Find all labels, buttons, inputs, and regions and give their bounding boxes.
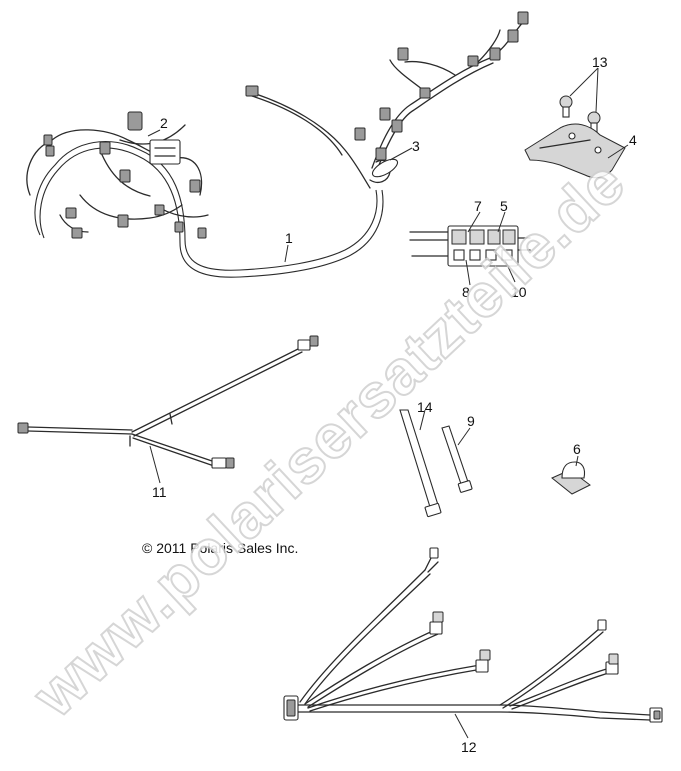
callout-1: 1 bbox=[285, 230, 293, 246]
relay-connector bbox=[127, 111, 143, 131]
callout-5: 5 bbox=[500, 198, 508, 214]
callout-2: 2 bbox=[160, 115, 168, 131]
callout-7: 7 bbox=[474, 198, 482, 214]
auxiliary-harness[interactable] bbox=[17, 335, 319, 469]
callout-6: 6 bbox=[573, 441, 581, 457]
fuse-box-block bbox=[149, 139, 181, 165]
callout-13: 13 bbox=[592, 54, 608, 70]
leader-lines bbox=[147, 67, 629, 739]
sub-harness[interactable] bbox=[283, 547, 663, 723]
callout-3: 3 bbox=[412, 138, 420, 154]
callout-14: 14 bbox=[417, 399, 433, 415]
short-cable-tie[interactable] bbox=[441, 425, 473, 493]
long-cable-tie[interactable] bbox=[399, 409, 442, 518]
fuse-relay-block[interactable] bbox=[409, 225, 531, 267]
callout-12: 12 bbox=[461, 739, 477, 755]
callout-4: 4 bbox=[629, 132, 637, 148]
callouts: 2 1 3 4 13 7 5 8 10 14 9 6 11 12 bbox=[152, 54, 637, 755]
callout-9: 9 bbox=[467, 413, 475, 429]
mounting-bracket[interactable] bbox=[524, 123, 626, 179]
callout-11: 11 bbox=[152, 484, 167, 500]
screws[interactable] bbox=[559, 95, 601, 134]
callout-8: 8 bbox=[462, 284, 470, 300]
watermark-text: www.polarisersatzteile.de bbox=[20, 147, 639, 731]
copyright-notice: © 2011 Polaris Sales Inc. bbox=[142, 540, 298, 556]
main-wire-harness[interactable] bbox=[26, 11, 529, 278]
harness-clip[interactable] bbox=[551, 461, 591, 495]
callout-10: 10 bbox=[511, 284, 527, 300]
